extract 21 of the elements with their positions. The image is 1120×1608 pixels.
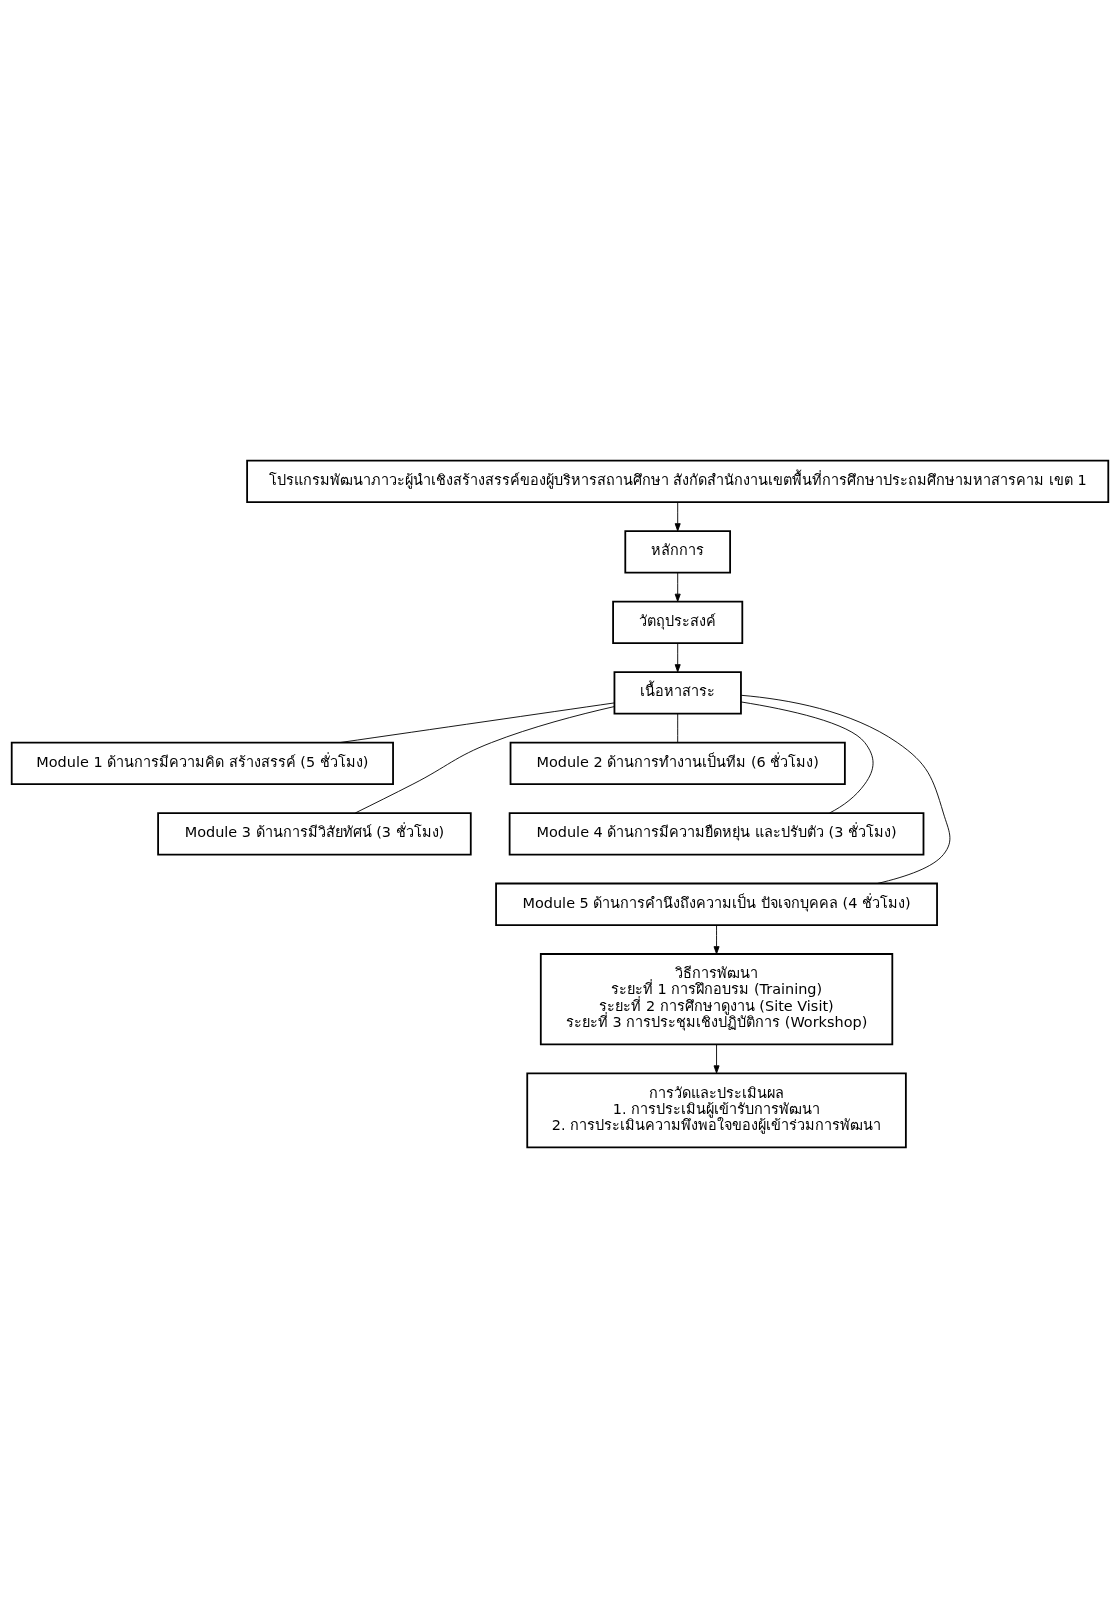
arrow — [713, 924, 720, 955]
node-box: Module 3 ด้านการมีวิสัยทัศน์ (3 ชั่วโมง) — [157, 812, 472, 856]
connector — [354, 706, 615, 814]
connector — [339, 702, 615, 743]
node-box: Module 2 ด้านการทำงานเป็นทีม (6 ชั่วโมง) — [509, 741, 846, 786]
node-box: Module 4 ด้านการมีความยืดหยุ่น และปรับตัว (3 ชั่วโมง) — [508, 812, 925, 856]
arrow — [713, 1044, 720, 1074]
node-box: วัตถุประสงค์ — [612, 600, 744, 645]
connector — [740, 694, 951, 884]
arrow — [674, 643, 681, 673]
node-box: การวัดและประเมินผล 1. การประเมินผู้เข้ารับการพัฒนา 2. การประเมินความพึงพอใจของผู้เข้าร่วมการพัฒนา — [526, 1072, 907, 1149]
node-box: Module 5 ด้านการคำนึงถึงความเป็น ปัจเจกบุคคล (4 ชั่วโมง) — [495, 882, 938, 926]
node-box: โปรแกรมพัฒนาภาวะผู้นำเชิงสร้างสรรค์ของผู้บริหารสถานศึกษา สังกัดสำนักงานเขตพื้นที่การศึกษาประถมศึกษามหาสารคาม เขต 1 — [246, 459, 1110, 504]
node-box: วิธีการพัฒนา ระยะที่ 1 การฝึกอบรม (Training) ระยะที่ 2 การศึกษาดูงาน (Site Visit) ระยะที่ 3 การประชุมเชิงปฏิบัติการ (Workshop) — [539, 953, 894, 1046]
arrow — [674, 572, 681, 602]
node-box: หลักการ — [624, 530, 731, 574]
connector — [740, 701, 874, 814]
arrow — [674, 502, 681, 532]
connector — [677, 713, 679, 743]
node-box: Module 1 ด้านการมีความคิด สร้างสรรค์ (5 ชั่วโมง) — [10, 741, 394, 786]
node-box: เนื้อหาสาระ — [613, 671, 742, 715]
